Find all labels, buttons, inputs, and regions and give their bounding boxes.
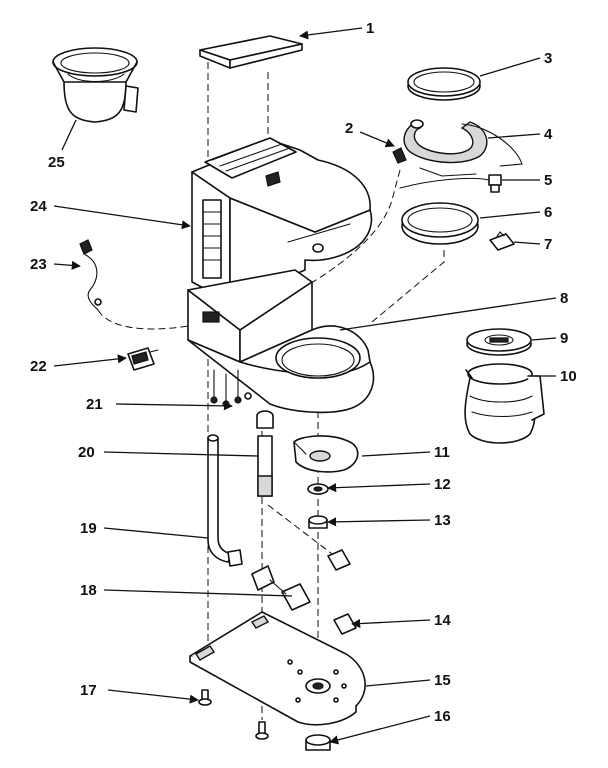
label-part-25: 25	[48, 154, 65, 171]
part-1-top-cover	[199, 35, 303, 69]
label-part-18: 18	[80, 582, 97, 599]
label-part-8: 8	[560, 290, 568, 307]
label-part-5: 5	[544, 172, 552, 189]
part-11-warming-plate	[293, 435, 359, 473]
part-16-foot	[305, 734, 331, 751]
part-labels: 1 2 3 4 5 6 7 8 9 10 11 12 13 14 15 16 1…	[30, 20, 577, 725]
part-12-washer	[307, 483, 329, 495]
label-part-11: 11	[434, 444, 450, 461]
label-part-12: 12	[434, 476, 451, 493]
label-part-6: 6	[544, 204, 552, 221]
part-20-valve-tube	[256, 410, 274, 497]
label-part-19: 19	[80, 520, 97, 537]
label-part-3: 3	[544, 50, 552, 67]
part-17-screws	[198, 689, 269, 740]
label-part-22: 22	[30, 358, 47, 375]
part-22-switch	[127, 347, 159, 371]
part-19-hose	[207, 434, 243, 567]
part-6-gasket	[401, 202, 479, 245]
part-25-brew-basket	[52, 47, 139, 123]
label-part-1: 1	[366, 20, 374, 37]
part-5-thermostat	[399, 174, 502, 193]
label-part-9: 9	[560, 330, 568, 347]
label-part-10: 10	[560, 368, 577, 385]
label-part-21: 21	[86, 396, 103, 413]
leader-lines	[53, 27, 557, 745]
part-14-connectors	[327, 549, 357, 635]
part-8-base-housing	[187, 269, 375, 414]
label-part-7: 7	[544, 236, 552, 253]
part-2-connector	[392, 147, 407, 164]
part-9-carafe-lid	[466, 328, 532, 356]
label-part-16: 16	[434, 708, 451, 725]
label-part-20: 20	[78, 444, 95, 461]
label-part-14: 14	[434, 612, 451, 629]
part-23-power-cord	[79, 239, 189, 330]
label-part-17: 17	[80, 682, 97, 699]
part-10-carafe	[464, 363, 545, 444]
label-part-4: 4	[544, 126, 553, 143]
label-part-24: 24	[30, 198, 47, 215]
part-3-filter-disc	[407, 67, 481, 101]
label-part-23: 23	[30, 256, 47, 273]
label-part-15: 15	[434, 672, 451, 689]
part-4-heating-element	[403, 119, 523, 177]
part-15-base-plate	[189, 611, 366, 726]
part-13-nut	[308, 515, 328, 529]
label-part-2: 2	[345, 120, 353, 137]
label-part-13: 13	[434, 512, 451, 529]
part-18-coupling	[251, 565, 311, 611]
part-7-clip	[489, 231, 515, 251]
